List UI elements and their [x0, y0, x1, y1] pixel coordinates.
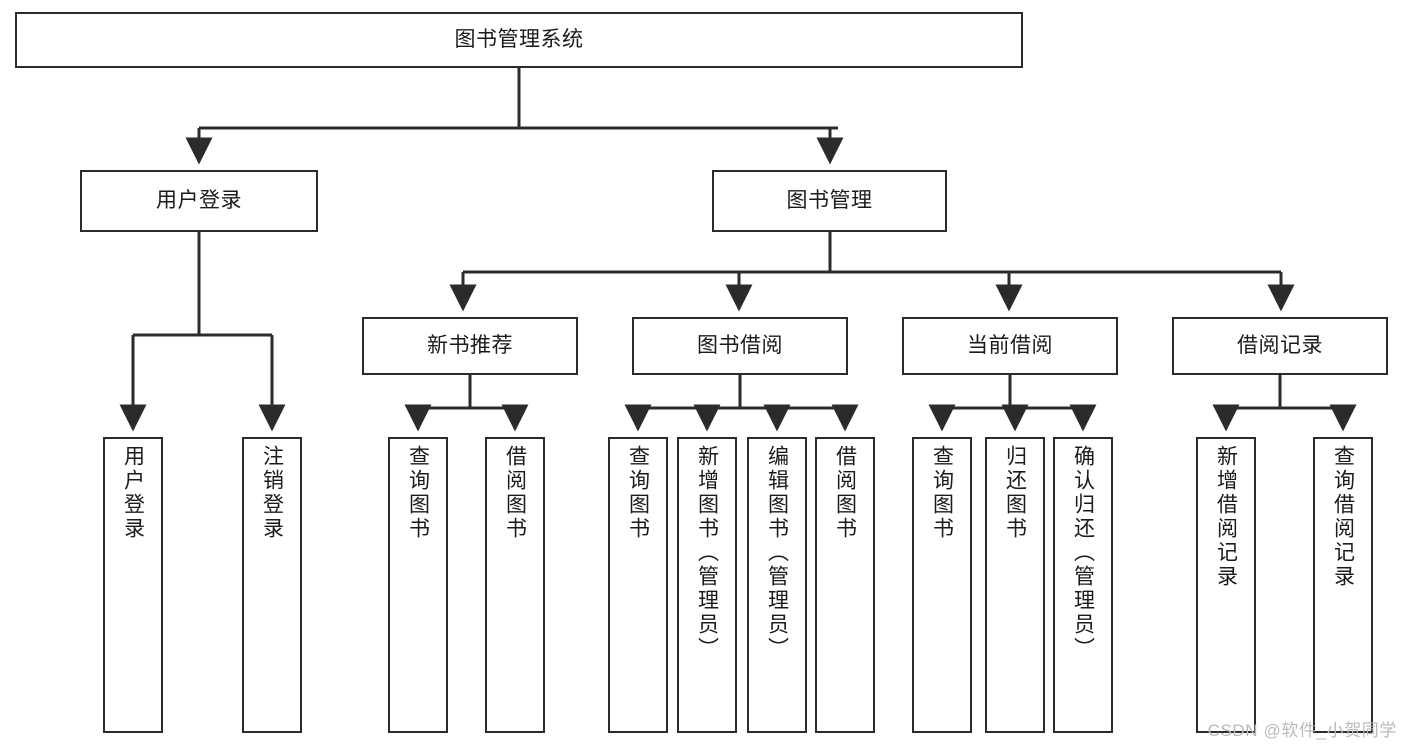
- node-user-login[interactable]: 用户登录: [80, 170, 318, 232]
- node-leaf-query-book-cur-label: 查询图书: [930, 445, 954, 541]
- node-current-borrow[interactable]: 当前借阅: [902, 317, 1118, 375]
- node-leaf-user-logout-label: 注销登录: [260, 445, 284, 541]
- node-leaf-return-book-label: 归还图书: [1003, 445, 1027, 541]
- node-leaf-borrow-book-rec-label: 借阅图书: [503, 445, 527, 541]
- node-leaf-borrow-book-rec[interactable]: 借阅图书: [485, 437, 545, 733]
- csdn-watermark: CSDN @软件_小贺同学: [1207, 721, 1397, 740]
- node-leaf-add-book[interactable]: 新增图书（管理员）: [677, 437, 737, 733]
- node-leaf-query-book-borrow-label: 查询图书: [626, 445, 650, 541]
- node-leaf-add-record[interactable]: 新增借阅记录: [1196, 437, 1256, 733]
- node-leaf-edit-book-label: 编辑图书（管理员）: [765, 445, 789, 661]
- node-borrow-record-label: 借阅记录: [1237, 333, 1323, 357]
- node-leaf-query-book-cur[interactable]: 查询图书: [912, 437, 972, 733]
- node-leaf-borrow-book[interactable]: 借阅图书: [815, 437, 875, 733]
- node-leaf-confirm-return[interactable]: 确认归还（管理员）: [1053, 437, 1113, 733]
- node-user-login-label: 用户登录: [156, 188, 242, 212]
- node-book-manage-label: 图书管理: [786, 188, 873, 212]
- node-leaf-add-record-label: 新增借阅记录: [1214, 445, 1238, 589]
- node-leaf-user-login-label: 用户登录: [121, 445, 145, 541]
- node-borrow-record[interactable]: 借阅记录: [1172, 317, 1388, 375]
- node-new-book-rec[interactable]: 新书推荐: [362, 317, 578, 375]
- node-leaf-query-record[interactable]: 查询借阅记录: [1313, 437, 1373, 733]
- node-leaf-return-book[interactable]: 归还图书: [985, 437, 1045, 733]
- node-leaf-user-logout[interactable]: 注销登录: [242, 437, 302, 733]
- node-book-manage[interactable]: 图书管理: [712, 170, 947, 232]
- node-leaf-query-book-borrow[interactable]: 查询图书: [608, 437, 668, 733]
- node-leaf-query-book-rec[interactable]: 查询图书: [388, 437, 448, 733]
- node-root-label: 图书管理系统: [454, 27, 584, 51]
- node-leaf-query-record-label: 查询借阅记录: [1331, 445, 1355, 589]
- node-leaf-edit-book[interactable]: 编辑图书（管理员）: [747, 437, 807, 733]
- node-leaf-add-book-label: 新增图书（管理员）: [695, 445, 719, 661]
- node-leaf-borrow-book-label: 借阅图书: [833, 445, 857, 541]
- node-book-borrow-label: 图书借阅: [697, 333, 783, 357]
- node-leaf-confirm-return-label: 确认归还（管理员）: [1071, 445, 1095, 661]
- node-leaf-query-book-rec-label: 查询图书: [406, 445, 430, 541]
- node-book-borrow[interactable]: 图书借阅: [632, 317, 848, 375]
- node-leaf-user-login[interactable]: 用户登录: [103, 437, 163, 733]
- node-root[interactable]: 图书管理系统: [15, 12, 1023, 68]
- node-current-borrow-label: 当前借阅: [967, 333, 1053, 357]
- node-new-book-rec-label: 新书推荐: [427, 333, 513, 357]
